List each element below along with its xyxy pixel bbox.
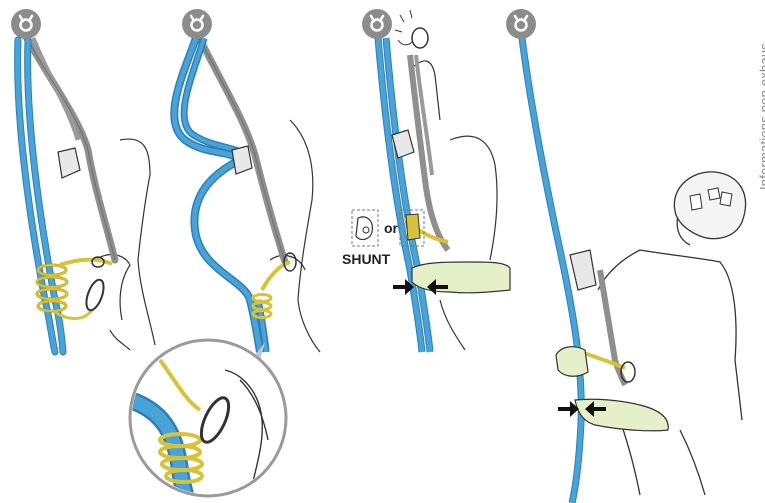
panel-2-rope-loop bbox=[130, 9, 320, 503]
anchor-ring-icon bbox=[362, 9, 392, 39]
anchor-ring-icon bbox=[506, 9, 536, 39]
panel-4-descent bbox=[506, 9, 746, 503]
or-label: or bbox=[384, 220, 398, 236]
anchor-ring-icon bbox=[182, 9, 212, 39]
helmet-icon bbox=[674, 172, 745, 239]
panel-1-coiled-backup bbox=[11, 9, 155, 352]
panel-3-shunt-option bbox=[352, 9, 510, 352]
anchor-ring-icon bbox=[11, 9, 41, 39]
side-note: Informations non exhaus bbox=[757, 4, 765, 194]
shunt-label: SHUNT bbox=[342, 251, 390, 267]
